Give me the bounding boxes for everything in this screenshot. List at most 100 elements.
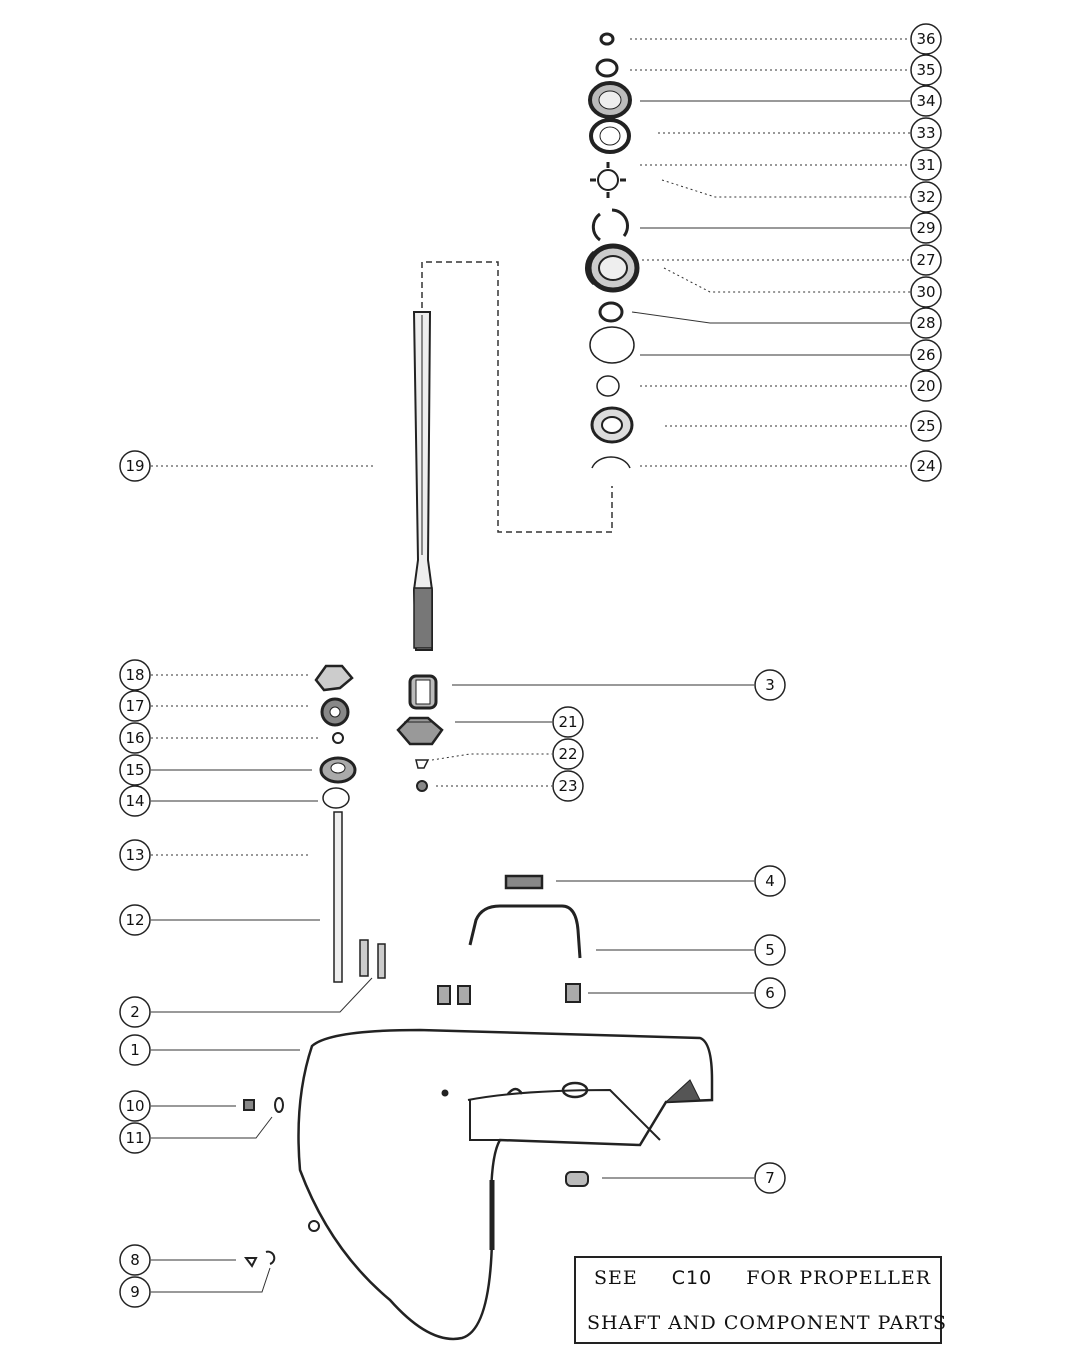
callout-circle	[910, 307, 942, 339]
callout-circle	[910, 339, 942, 371]
callout-circle	[754, 977, 786, 1009]
small-fasteners	[243, 1097, 589, 1268]
callout-number: 20	[916, 377, 935, 395]
callout-number: 13	[125, 846, 144, 864]
callout-11: 11	[119, 1122, 151, 1154]
callout-circle	[910, 149, 942, 181]
callout-number: 29	[916, 219, 935, 237]
callout-24: 24	[910, 450, 942, 482]
callout-16: 16	[119, 722, 151, 754]
callout-32: 32	[910, 181, 942, 213]
callout-circle	[119, 785, 151, 817]
callout-circle	[119, 839, 151, 871]
callout-circle	[754, 934, 786, 966]
callout-number: 36	[916, 30, 935, 48]
callout-circle	[552, 738, 584, 770]
callout-circle	[910, 85, 942, 117]
callout-number: 2	[130, 1003, 140, 1021]
note-see-text: SEE	[594, 1267, 638, 1289]
callout-circle	[119, 996, 151, 1028]
callout-29: 29	[910, 212, 942, 244]
bearing-stack-parts	[584, 32, 640, 469]
callout-35: 35	[910, 54, 942, 86]
callout-circle	[119, 1244, 151, 1276]
callout-number: 31	[916, 156, 935, 174]
callout-circle	[754, 1162, 786, 1194]
note-line1-rest: FOR PROPELLER	[746, 1267, 932, 1289]
callout-number: 9	[130, 1283, 140, 1301]
callout-circle	[119, 754, 151, 786]
callout-circle	[119, 1276, 151, 1308]
callout-5: 5	[754, 934, 786, 966]
callout-number: 23	[558, 777, 577, 795]
callout-circle	[119, 1034, 151, 1066]
callout-number: 17	[125, 697, 144, 715]
callout-number: 26	[916, 346, 935, 364]
callout-number: 35	[916, 61, 935, 79]
callout-10: 10	[119, 1090, 151, 1122]
callout-28: 28	[910, 307, 942, 339]
callout-circle	[910, 54, 942, 86]
callout-2: 2	[119, 996, 151, 1028]
callout-number: 15	[125, 761, 144, 779]
callout-circle	[754, 669, 786, 701]
callout-4: 4	[754, 865, 786, 897]
callout-8: 8	[119, 1244, 151, 1276]
callout-22: 22	[552, 738, 584, 770]
callout-number: 12	[125, 911, 144, 929]
callout-number: 6	[765, 984, 775, 1002]
gear-housing	[297, 1028, 714, 1341]
callout-number: 22	[558, 745, 577, 763]
callout-36: 36	[910, 23, 942, 55]
callout-number: 10	[125, 1097, 144, 1115]
callout-number: 34	[916, 92, 935, 110]
callout-number: 7	[765, 1169, 775, 1187]
callout-31: 31	[910, 149, 942, 181]
callout-circle	[552, 770, 584, 802]
callout-number: 16	[125, 729, 144, 747]
callout-circle	[910, 181, 942, 213]
callout-18: 18	[119, 659, 151, 691]
callout-number: 14	[125, 792, 144, 810]
callout-number: 21	[558, 713, 577, 731]
callout-group: 3635343331322927302826202524191817161514…	[119, 23, 942, 1308]
callout-3: 3	[754, 669, 786, 701]
reference-note-line2: SHAFT AND COMPONENT PARTS	[587, 1312, 948, 1334]
callout-27: 27	[910, 244, 942, 276]
callout-14: 14	[119, 785, 151, 817]
callout-circle	[552, 706, 584, 738]
callout-number: 18	[125, 666, 144, 684]
callout-34: 34	[910, 85, 942, 117]
callout-number: 27	[916, 251, 935, 269]
callout-9: 9	[119, 1276, 151, 1308]
callout-number: 30	[916, 283, 935, 301]
callout-circle	[910, 23, 942, 55]
callout-circle	[119, 659, 151, 691]
callout-7: 7	[754, 1162, 786, 1194]
callout-13: 13	[119, 839, 151, 871]
callout-number: 5	[765, 941, 775, 959]
callout-circle	[910, 450, 942, 482]
callout-number: 28	[916, 314, 935, 332]
callout-number: 11	[125, 1129, 144, 1147]
callout-number: 8	[130, 1251, 140, 1269]
callout-33: 33	[910, 117, 942, 149]
callout-number: 4	[765, 872, 775, 890]
callout-25: 25	[910, 410, 942, 442]
water-tube-parts	[437, 874, 582, 1005]
callout-number: 32	[916, 188, 935, 206]
callout-21: 21	[552, 706, 584, 738]
callout-19: 19	[119, 450, 151, 482]
leader-lines	[151, 38, 910, 1293]
callout-15: 15	[119, 754, 151, 786]
callout-number: 33	[916, 124, 935, 142]
callout-circle	[119, 1090, 151, 1122]
callout-circle	[910, 410, 942, 442]
callout-circle	[119, 1122, 151, 1154]
callout-circle	[119, 722, 151, 754]
callout-23: 23	[552, 770, 584, 802]
callout-30: 30	[910, 276, 942, 308]
